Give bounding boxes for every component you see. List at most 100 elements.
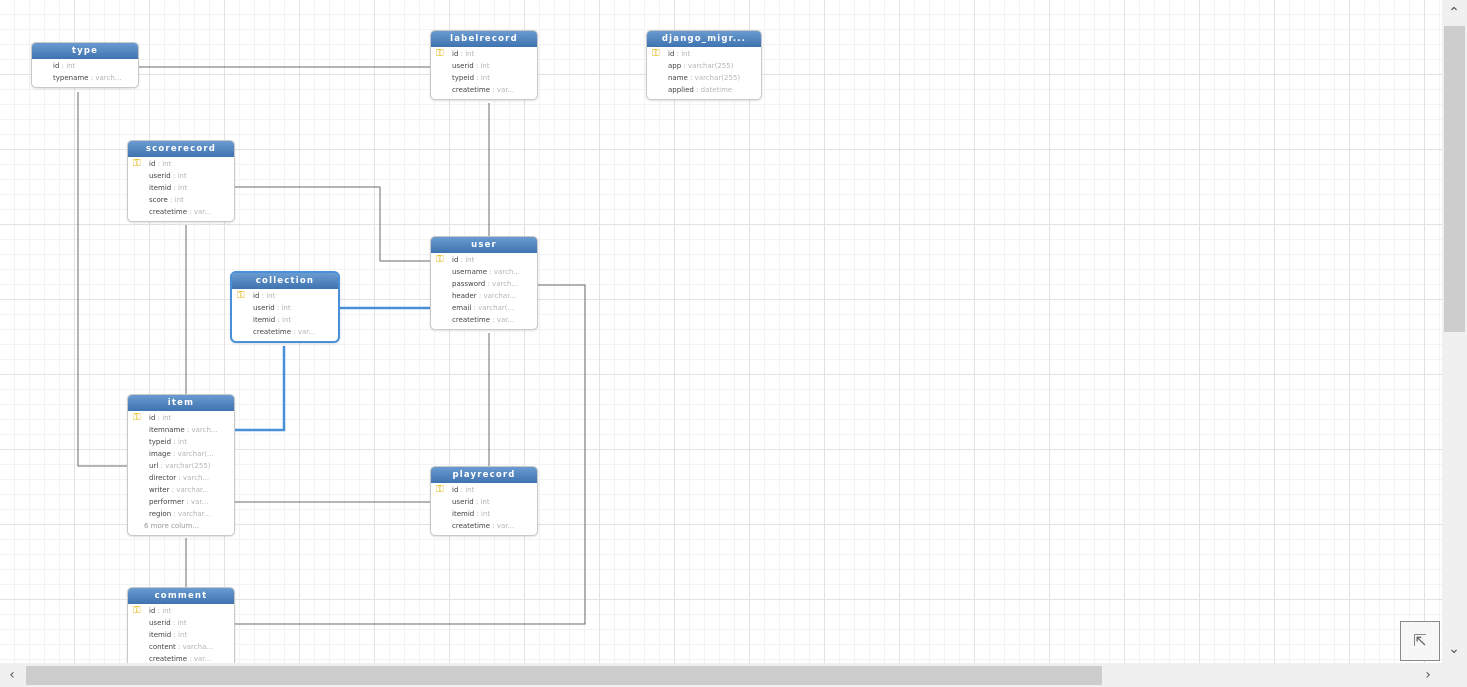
more-columns[interactable]: 6 more colum... <box>144 522 200 530</box>
field-row[interactable]: ⚿id : int <box>431 484 537 496</box>
field-type: int <box>480 498 490 506</box>
key-icon: ⚿ <box>237 290 245 301</box>
field-name: userid <box>149 172 171 180</box>
field-row[interactable]: ⚿id : int <box>128 158 234 170</box>
field-row[interactable]: createtime : var... <box>431 84 537 96</box>
field-type: varchar(... <box>177 450 214 458</box>
field-row[interactable]: region : varchar... <box>128 508 234 520</box>
field-row[interactable]: createtime : var... <box>431 520 537 532</box>
field-separator: : <box>458 50 466 58</box>
scrollbar-corner <box>1442 663 1467 687</box>
field-row[interactable]: header : varchar... <box>431 290 537 302</box>
field-name: typeid <box>149 438 172 446</box>
field-name: password <box>452 280 486 288</box>
field-row[interactable]: typename : varch... <box>32 72 138 84</box>
field-row[interactable]: itemname : varch... <box>128 424 234 436</box>
horizontal-scrollbar[interactable]: ‹ › <box>0 663 1442 687</box>
field-row[interactable]: userid : int <box>128 617 234 629</box>
chevron-left-icon[interactable]: ‹ <box>9 667 15 683</box>
field-row[interactable]: itemid : int <box>431 508 537 520</box>
field-row[interactable]: ⚿id : int <box>431 48 537 60</box>
key-icon: ⚿ <box>652 48 660 59</box>
field-row[interactable]: createtime : var... <box>431 314 537 326</box>
chevron-up-icon[interactable]: ⌃ <box>1448 5 1460 21</box>
vertical-scroll-thumb[interactable] <box>1444 26 1465 332</box>
field-name: id <box>452 256 459 264</box>
field-type: int <box>177 619 187 627</box>
arrow-up-left-icon[interactable]: ⇱ <box>1400 621 1440 661</box>
horizontal-scroll-thumb[interactable] <box>26 666 1102 685</box>
relationship-lines <box>77 66 586 625</box>
field-type: int <box>480 62 490 70</box>
field-row[interactable]: ⚿id : int <box>647 48 761 60</box>
chevron-right-icon[interactable]: › <box>1425 667 1431 683</box>
field-row[interactable]: performer : var... <box>128 496 234 508</box>
field-separator: : <box>476 292 484 300</box>
field-row[interactable]: image : varchar(... <box>128 448 234 460</box>
vertical-scrollbar[interactable]: ⌃ ⌄ <box>1442 0 1467 663</box>
field-row[interactable]: userid : int <box>232 302 338 314</box>
field-separator: : <box>176 474 183 482</box>
field-row[interactable]: app : varchar(255) <box>647 60 761 72</box>
field-type: int <box>66 62 76 70</box>
link-user-comment <box>234 284 586 625</box>
field-row[interactable]: email : varchar(... <box>431 302 537 314</box>
field-row[interactable]: createtime : var... <box>128 653 234 663</box>
field-row[interactable]: ⚿id : int <box>128 412 234 424</box>
field-type: varchar(255) <box>694 74 741 82</box>
field-row[interactable]: itemid : int <box>128 182 234 194</box>
field-row[interactable]: password : varch... <box>431 278 537 290</box>
link-scorerecord-user <box>234 186 430 262</box>
field-separator: : <box>471 304 479 312</box>
field-type: varchar(255) <box>165 462 211 470</box>
field-name: score <box>149 196 168 204</box>
field-row[interactable]: writer : varchar... <box>128 484 234 496</box>
field-row[interactable]: username : varch... <box>431 266 537 278</box>
field-type: int <box>178 631 188 639</box>
field-row[interactable]: itemid : int <box>128 629 234 641</box>
field-row[interactable]: userid : int <box>431 496 537 508</box>
field-row[interactable]: ⚿id : int <box>232 290 338 302</box>
chevron-down-icon[interactable]: ⌄ <box>1448 641 1460 657</box>
field-name: id <box>53 62 60 70</box>
field-name: createtime <box>149 655 188 663</box>
field-row[interactable]: name : varchar(255) <box>647 72 761 84</box>
field-row[interactable]: typeid : int <box>431 72 537 84</box>
field-row[interactable]: score : int <box>128 194 234 206</box>
field-row[interactable]: id : int <box>32 60 138 72</box>
field-row[interactable]: ⚿id : int <box>431 254 537 266</box>
field-row[interactable]: typeid : int <box>128 436 234 448</box>
field-row[interactable]: userid : int <box>431 60 537 72</box>
field-name: id <box>253 292 260 300</box>
field-row[interactable]: itemid : int <box>232 314 338 326</box>
field-row[interactable]: content : varcha... <box>128 641 234 653</box>
field-separator: : <box>259 292 267 300</box>
field-separator: : <box>458 256 466 264</box>
field-type: varch... <box>183 474 210 482</box>
field-name: id <box>149 414 156 422</box>
field-row[interactable]: applied : datetime <box>647 84 761 96</box>
field-row[interactable]: director : varch... <box>128 472 234 484</box>
field-name: createtime <box>452 86 491 94</box>
field-row[interactable]: ⚿id : int <box>128 605 234 617</box>
field-row[interactable]: url : varchar(255) <box>128 460 234 472</box>
field-row[interactable]: userid : int <box>128 170 234 182</box>
field-row[interactable]: createtime : var... <box>128 206 234 218</box>
field-separator: : <box>490 522 497 530</box>
field-row[interactable]: createtime : var... <box>232 326 338 338</box>
